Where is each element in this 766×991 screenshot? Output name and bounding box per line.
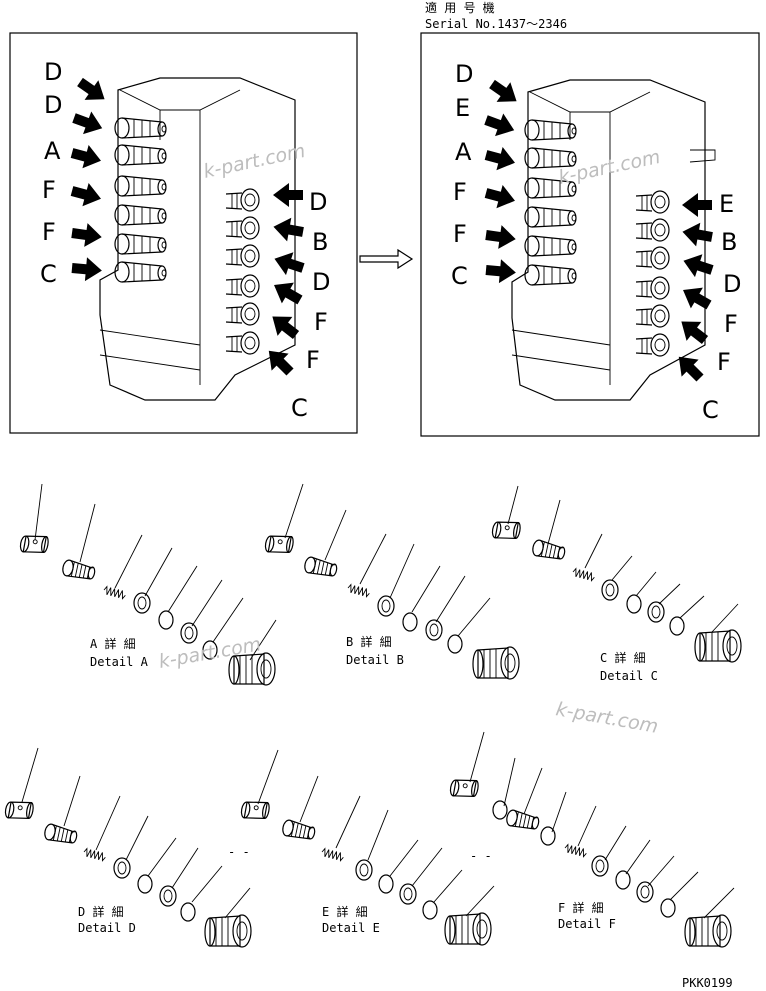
left-view-left-labels: D D A F F C [40,58,62,288]
svg-text:B: B [721,228,737,256]
detail-b-parts [263,483,520,680]
drawing-code: PKK0199 [682,976,733,990]
detail-a-parts [18,483,277,686]
svg-text:F: F [453,220,467,248]
svg-text:F: F [453,178,467,206]
svg-text:Detail A: Detail A [90,655,149,669]
svg-text:D: D [44,58,62,86]
svg-text:C: C [451,262,468,290]
svg-text:D: D [309,188,327,216]
svg-text:F: F [314,308,328,336]
detail-a-label: A 詳 細 Detail A [90,636,149,669]
detail-d-parts [3,747,252,948]
transition-arrow [359,248,414,270]
svg-text:B 詳 細: B 詳 細 [346,634,392,649]
svg-text:Detail D: Detail D [78,921,136,935]
svg-text:F 詳 細: F 詳 細 [558,900,604,915]
svg-text:Detail C: Detail C [600,669,658,683]
detail-d-dash: - - [228,845,250,859]
svg-text:Detail B: Detail B [346,653,404,667]
svg-text:D: D [312,268,330,296]
svg-text:F: F [717,348,731,376]
detail-f-parts [448,731,735,948]
svg-text:A: A [455,138,472,166]
detail-e-dash: - - [470,849,492,863]
detail-e-parts [239,749,495,946]
svg-text:E: E [719,190,734,218]
svg-text:D: D [455,60,473,88]
detail-b-label: B 詳 細 Detail B [346,634,404,667]
left-view-right-labels: D B D F F C [291,188,330,422]
svg-text:D 詳 細: D 詳 細 [78,904,124,919]
left-view-frame [9,32,358,434]
svg-text:C 詳 細: C 詳 細 [600,650,646,665]
detail-e-label: E 詳 細 Detail E [322,904,380,935]
svg-text:F: F [42,176,56,204]
svg-text:C: C [291,394,308,422]
svg-text:E: E [455,94,470,122]
right-view-frame [420,32,760,437]
svg-text:k-part.com: k-part.com [554,698,660,738]
svg-text:A: A [44,137,61,165]
svg-text:Detail F: Detail F [558,917,616,931]
watermarks: k-part.com k-part.com k-part.com k-part.… [157,140,662,738]
svg-text:E 詳 細: E 詳 細 [322,904,368,919]
svg-text:F: F [306,346,320,374]
svg-text:k-part.com: k-part.com [157,633,263,673]
svg-text:F: F [724,310,738,338]
serial-label: Serial No.1437～2346 [425,17,567,31]
detail-c-parts [490,485,742,663]
detail-c-label: C 詳 細 Detail C [600,650,658,683]
svg-text:D: D [723,270,741,298]
detail-f-label: F 詳 細 Detail F [558,900,616,931]
svg-text:C: C [40,260,57,288]
detail-d-label: D 詳 細 Detail D [78,904,136,935]
svg-text:D: D [44,91,62,119]
svg-text:A 詳 細: A 詳 細 [90,636,136,651]
svg-text:B: B [312,228,328,256]
left-valve-drawing [68,72,307,401]
svg-text:k-part.com: k-part.com [201,140,307,183]
applicable-label: 適 用 号 機 [425,0,495,15]
svg-text:C: C [702,396,719,424]
right-view-right-labels: E B D F F C [702,190,741,424]
right-view-left-labels: D E A F F C [451,60,473,290]
right-valve-drawing [481,74,716,401]
svg-text:F: F [42,218,56,246]
svg-text:Detail E: Detail E [322,921,380,935]
